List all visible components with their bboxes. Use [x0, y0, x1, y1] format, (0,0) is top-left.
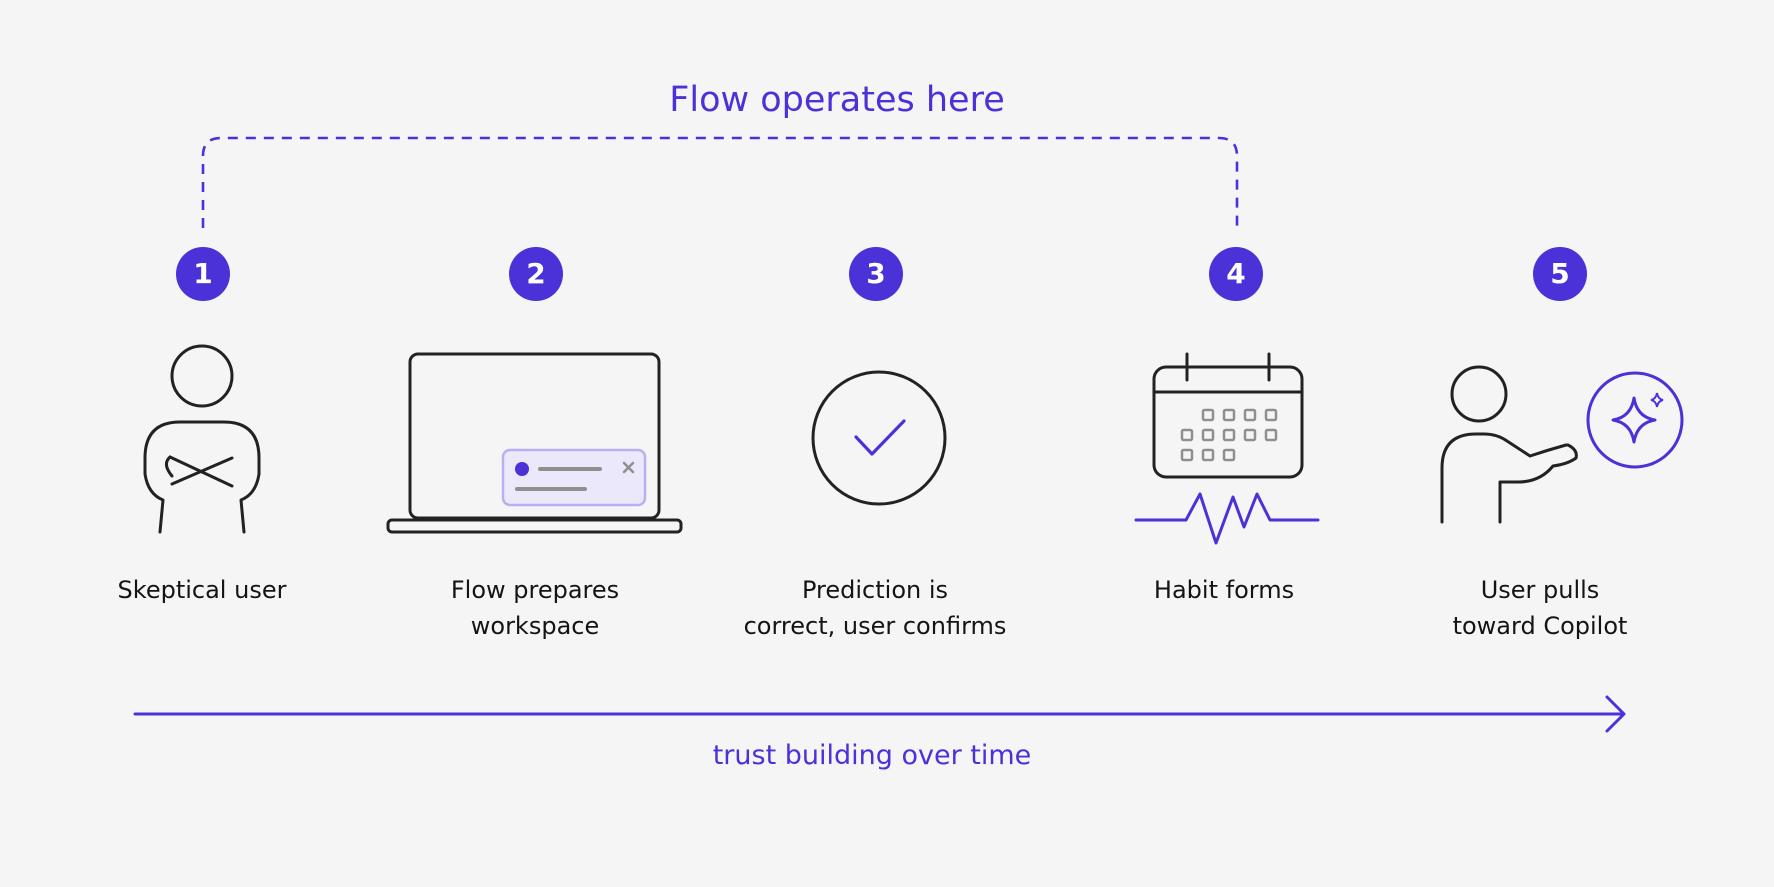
- step-label-2-line-1: Flow prepares: [450, 576, 620, 604]
- step-label-3-line-1: Prediction is: [801, 576, 949, 604]
- arrowhead-icon: [1605, 695, 1626, 733]
- step-number-3: 3: [849, 247, 903, 301]
- time-axis-arrow: [133, 695, 1626, 733]
- notification-card: [501, 448, 647, 507]
- person-arms-crossed-icon: [143, 344, 261, 534]
- notification-dot-icon: [515, 462, 529, 476]
- flow-bracket: [201, 136, 1239, 228]
- step-number-2: 2: [509, 247, 563, 301]
- copilot-circle: [1586, 371, 1684, 469]
- step-label-4: Habit forms: [1074, 572, 1374, 608]
- step-label-5: User pulls toward Copilot: [1390, 572, 1690, 644]
- bracket-label: Flow operates here: [669, 80, 1005, 120]
- axis-label: trust building over time: [712, 740, 1032, 771]
- close-icon: [622, 461, 635, 474]
- step-number-1: 1: [176, 247, 230, 301]
- calendar-day-grid: [1180, 408, 1278, 462]
- person-reaching-copilot-icon: [1440, 365, 1684, 524]
- step-label-5-line-2: toward Copilot: [1452, 612, 1628, 640]
- step-label-3: Prediction is correct, user confirms: [725, 572, 1025, 644]
- step-label-3-line-2: correct, user confirms: [743, 612, 1007, 640]
- pulse-line: [1134, 492, 1320, 545]
- step-label-1: Skeptical user: [52, 572, 352, 608]
- step-number-4: 4: [1209, 247, 1263, 301]
- small-sparkle-icon: [1650, 392, 1664, 408]
- step-label-1-line-1: Skeptical user: [117, 576, 287, 604]
- laptop-base: [386, 518, 683, 534]
- laptop-screen: [408, 352, 661, 520]
- step-label-2: Flow prepares workspace: [385, 572, 685, 644]
- step-label-2-line-2: workspace: [470, 612, 600, 640]
- sparkle-icon: [1611, 396, 1657, 444]
- check-circle-icon: [811, 370, 947, 506]
- step-label-5-line-1: User pulls: [1480, 576, 1600, 604]
- step-number-5: 5: [1533, 247, 1587, 301]
- calendar-pulse-icon: [1134, 352, 1320, 545]
- laptop-with-notification-icon: [386, 352, 683, 534]
- step-label-4-line-1: Habit forms: [1153, 576, 1295, 604]
